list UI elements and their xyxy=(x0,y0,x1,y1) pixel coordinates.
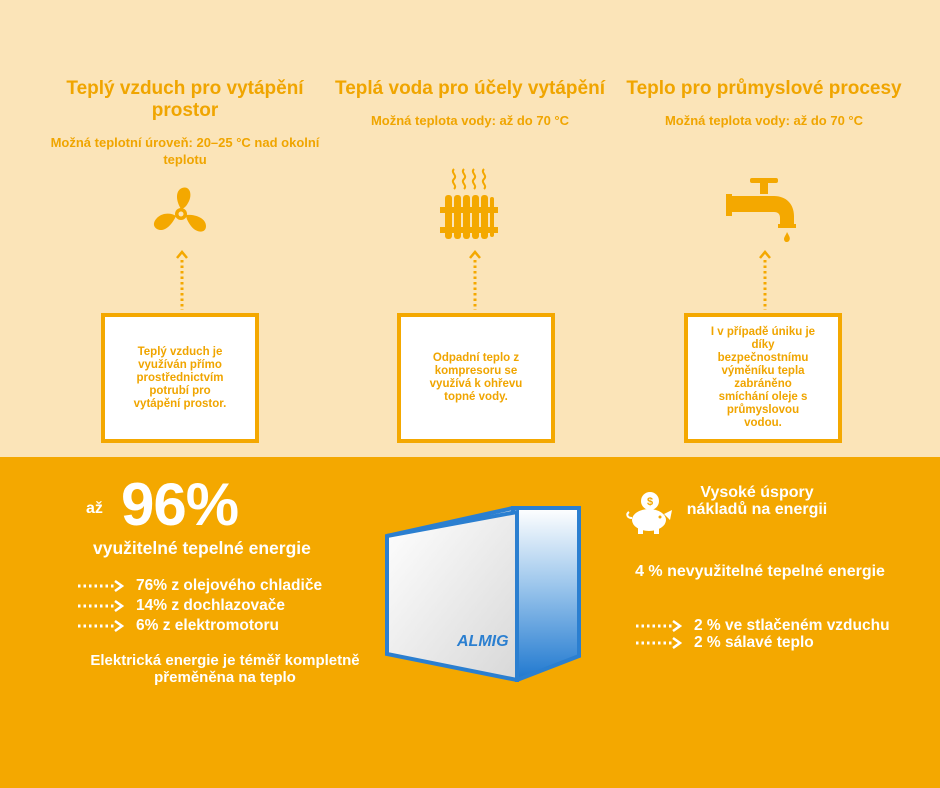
info-box-warm-air: Teplý vzduch je využíván přímo prostředn… xyxy=(101,313,259,443)
dotted-arrow-right-icon xyxy=(78,619,124,633)
piggy-bank-icon: $ xyxy=(626,492,672,534)
info-box-industrial-heat: I v případě úniku je díky bezpečnostnímu… xyxy=(684,313,842,443)
info-box-text: Odpadní teplo z kompresoru se využívá k … xyxy=(429,352,523,403)
faucet-icon xyxy=(726,178,796,243)
svg-text:$: $ xyxy=(647,496,653,508)
column-subtitle: Možná teplota vody: až do 70 °C xyxy=(664,113,864,128)
electric-energy-note: Elektrická energie je téměř kompletně př… xyxy=(90,652,360,686)
dotted-arrow-up-icon xyxy=(759,250,771,310)
list-item: 2 % ve stlačeném vzduchu xyxy=(636,617,890,635)
column-warm-air: Teplý vzduch pro vytápění prostor Možná … xyxy=(35,78,335,168)
dotted-arrow-up-icon xyxy=(469,250,481,310)
fan-icon xyxy=(153,187,206,232)
item-label: 2 % ve stlačeném vzduchu xyxy=(694,617,890,634)
column-title: Teplá voda pro účely vytápění xyxy=(335,78,605,99)
column-warm-water: Teplá voda pro účely vytápění Možná tepl… xyxy=(320,78,620,129)
item-label: 6% z elektromotoru xyxy=(136,617,279,634)
column-industrial-heat: Teplo pro průmyslové procesy Možná teplo… xyxy=(614,78,914,129)
compressor-illustration: ALMIG xyxy=(385,506,581,682)
list-item: 2 % sálavé teplo xyxy=(636,634,814,652)
brand-logo: ALMIG xyxy=(456,633,509,650)
item-label: 76% z olejového chladiče xyxy=(136,577,323,594)
dotted-arrow-right-icon xyxy=(636,619,682,633)
column-subtitle: Možná teplota vody: až do 70 °C xyxy=(370,113,570,128)
info-box-warm-water: Odpadní teplo z kompresoru se využívá k … xyxy=(397,313,555,443)
percent-value: 96% xyxy=(121,471,239,538)
column-subtitle: Možná teplotní úroveň: 20–25 °C nad okol… xyxy=(50,135,320,167)
column-title: Teplo pro průmyslové procesy xyxy=(626,78,902,99)
info-box-text: Teplý vzduch je využíván přímo prostředn… xyxy=(133,345,227,410)
radiator-icon xyxy=(440,168,498,239)
info-box-text: I v případě úniku je díky bezpečnostnímu… xyxy=(710,326,816,429)
list-item: 14% z dochlazovače xyxy=(78,597,285,615)
usable-energy-label: využitelné tepelné energie xyxy=(93,538,311,558)
unused-energy-label: 4 % nevyužitelné tepelné energie xyxy=(635,563,885,580)
savings-heading: Vysoké úspory nákladů na energii xyxy=(686,484,828,518)
dotted-arrow-right-icon xyxy=(636,636,682,650)
column-title: Teplý vzduch pro vytápění prostor xyxy=(66,78,304,121)
percent-prefix: až xyxy=(86,500,103,517)
list-item: 6% z elektromotoru xyxy=(78,617,279,635)
item-label: 2 % sálavé teplo xyxy=(694,634,814,651)
list-item: 76% z olejového chladiče xyxy=(78,577,322,595)
item-label: 14% z dochlazovače xyxy=(136,597,286,614)
dotted-arrow-up-icon xyxy=(176,250,188,310)
dotted-arrow-right-icon xyxy=(78,579,124,593)
dotted-arrow-right-icon xyxy=(78,599,124,613)
